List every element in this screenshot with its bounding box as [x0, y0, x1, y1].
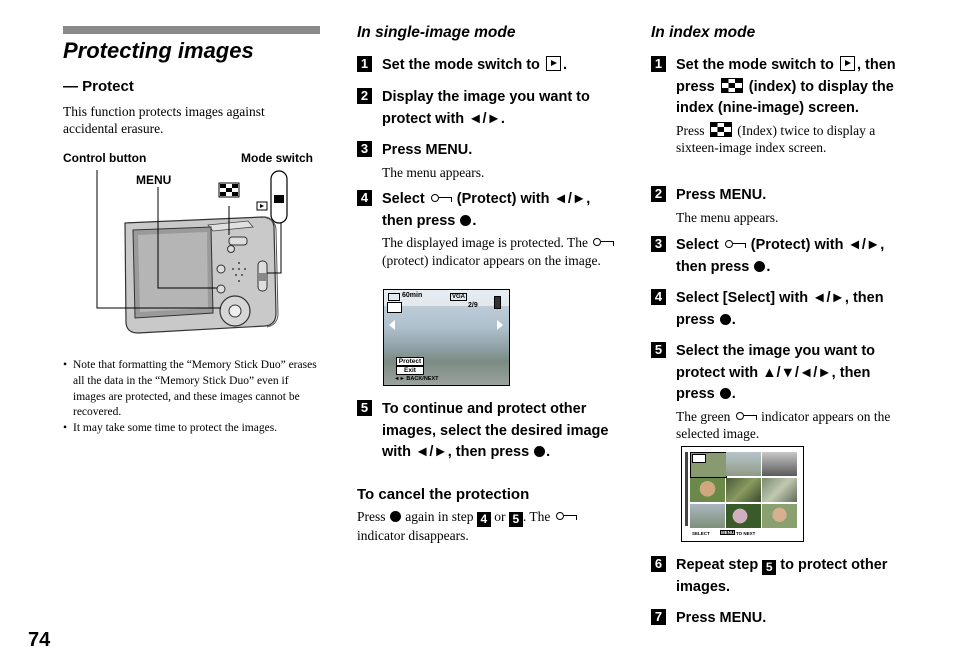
center-button-icon [754, 260, 766, 272]
index-step-4: 4 Select [Select] with ◄/►, then press . [651, 288, 916, 331]
lcd-screen-index: SELECT MENU TO NEXT [681, 446, 804, 542]
playback-icon [839, 56, 855, 71]
page-number: 74 [28, 629, 51, 651]
right-arrow-icon [497, 320, 503, 330]
protect-key-icon [724, 240, 746, 248]
center-button-icon [719, 313, 731, 325]
page-subtitle: — Protect [63, 78, 134, 95]
protect-key-icon [430, 194, 452, 202]
index-mode-heading: In index mode [651, 24, 756, 41]
index-icon [709, 121, 732, 137]
menu-protect: Protect [396, 357, 424, 366]
control-button-label: Control button [63, 151, 147, 165]
center-button-icon [460, 214, 472, 226]
protect-indicator-icon [387, 302, 402, 313]
page-title: Protecting images [63, 38, 254, 63]
note-item: Note that formatting the “Memory Stick D… [63, 358, 321, 421]
protect-key-icon [555, 512, 577, 520]
center-button-icon [719, 388, 731, 399]
thumb [726, 504, 761, 528]
title-rule [63, 26, 320, 34]
thumb [690, 478, 725, 502]
index-step-5: 5 Select the image you want to protect w… [651, 341, 913, 443]
protect-key-icon [735, 411, 757, 420]
single-mode-heading: In single-image mode [357, 24, 516, 41]
index-step-3: 3 Select (Protect) with ◄/►, then press … [651, 235, 916, 278]
playback-icon [545, 56, 561, 71]
camera-illustration [96, 170, 288, 334]
index-step-2: 2 Press MENU. The menu appears. [651, 185, 916, 226]
single-step-3: 3 Press MENU. The menu appears. [357, 140, 617, 181]
thumb [690, 504, 725, 528]
scrollbar [685, 452, 688, 526]
cancel-text: Press again in step 4 or 5. The indicato… [357, 508, 612, 545]
intro-text: This function protects images against ac… [63, 104, 265, 136]
thumb [762, 504, 797, 528]
memory-icon [494, 296, 501, 309]
thumb [726, 478, 761, 502]
menu-label: MENU [136, 173, 172, 187]
single-step-4: 4 Select (Protect) with ◄/►, then press … [357, 189, 619, 269]
index-step-1: 1 Set the mode switch to , then press (i… [651, 55, 916, 157]
center-button-icon [389, 511, 401, 522]
battery-icon [388, 293, 400, 301]
index-step-6: 6 Repeat step 5 to protect other images. [651, 555, 916, 598]
single-step-5: 5 To continue and protect other images, … [357, 399, 619, 464]
center-button-icon [534, 446, 546, 457]
mode-switch-label: Mode switch [241, 151, 314, 165]
single-step-1: 1 Set the mode switch to . [357, 55, 617, 77]
index-icon [720, 77, 743, 93]
note-item: It may take some time to protect the ima… [63, 421, 321, 437]
lcd-screen-single: 60min VGA 2/9 Protect Exit ◄► BACK/NEXT [383, 289, 510, 386]
protect-key-icon [593, 238, 615, 246]
notes-list: Note that formatting the “Memory Stick D… [63, 358, 321, 437]
thumb [726, 452, 761, 476]
cancel-heading: To cancel the protection [357, 486, 530, 503]
menu-exit: Exit [396, 366, 424, 375]
single-step-2: 2 Display the image you want to protect … [357, 87, 617, 130]
thumb [762, 478, 797, 502]
protect-indicator-icon [692, 454, 706, 463]
left-arrow-icon [389, 320, 395, 330]
thumb [762, 452, 797, 476]
thumb-protected [690, 452, 727, 478]
index-step-7: 7 Press MENU. [651, 608, 916, 630]
